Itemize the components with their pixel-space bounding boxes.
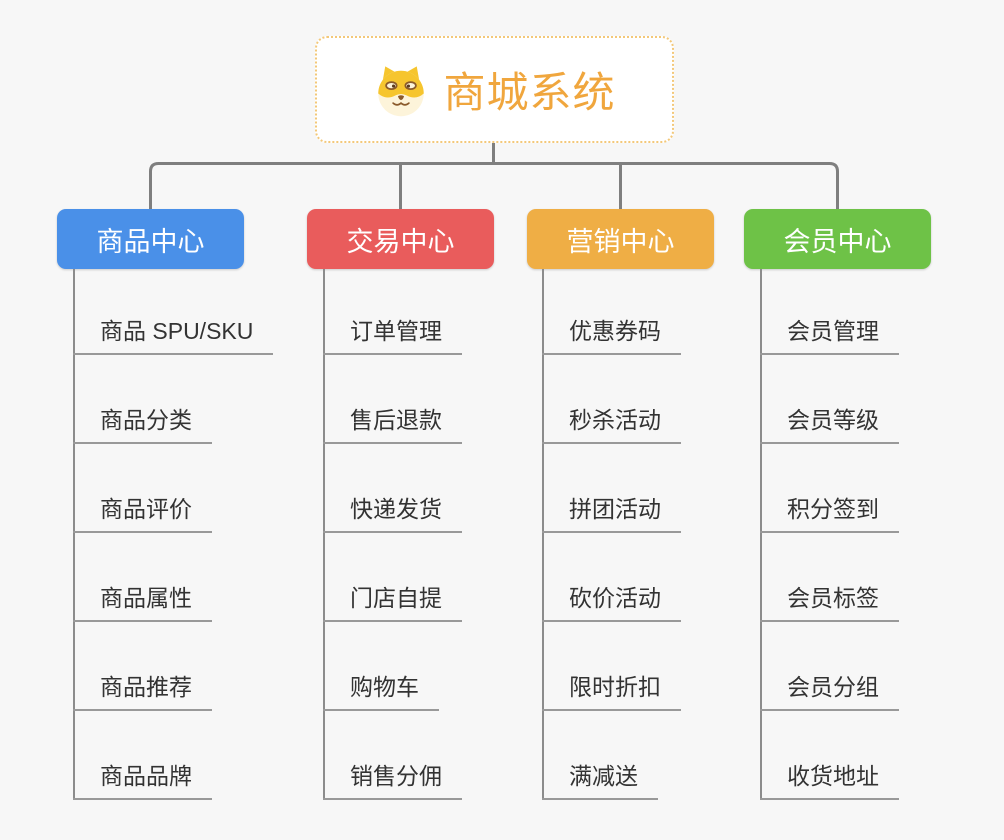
child-item-label: 销售分佣	[350, 763, 442, 789]
child-item[interactable]: 砍价活动	[542, 570, 681, 622]
child-item[interactable]: 售后退款	[323, 392, 462, 444]
child-item-label: 商品分类	[100, 407, 192, 433]
child-item-label: 商品属性	[100, 585, 192, 611]
child-item[interactable]: 拼团活动	[542, 481, 681, 533]
child-item-label: 会员分组	[787, 674, 879, 700]
branch-box-marketing-center[interactable]: 营销中心	[527, 209, 714, 269]
root-node[interactable]: 商城系统	[315, 36, 674, 143]
child-item[interactable]: 购物车	[323, 659, 439, 711]
branch-label: 交易中心	[346, 226, 455, 257]
shiba-dog-icon	[378, 65, 425, 116]
child-item[interactable]: 商品推荐	[73, 659, 212, 711]
branch-label: 会员中心	[783, 226, 892, 257]
branch-children-member-center: 会员管理会员等级积分签到会员标签会员分组收货地址	[760, 269, 990, 800]
child-item[interactable]: 会员管理	[760, 303, 899, 355]
child-item[interactable]: 积分签到	[760, 481, 899, 533]
child-item[interactable]: 商品评价	[73, 481, 212, 533]
child-item-label: 限时折扣	[569, 674, 661, 700]
child-item[interactable]: 门店自提	[323, 570, 462, 622]
child-item[interactable]: 优惠券码	[542, 303, 681, 355]
branch-children-marketing-center: 优惠券码秒杀活动拼团活动砍价活动限时折扣满减送	[542, 269, 772, 800]
child-item[interactable]: 满减送	[542, 748, 658, 800]
child-item[interactable]: 会员等级	[760, 392, 899, 444]
child-item[interactable]: 商品品牌	[73, 748, 212, 800]
child-item-label: 购物车	[350, 674, 419, 700]
child-item-label: 拼团活动	[569, 496, 661, 522]
branch-children-product-center: 商品 SPU/SKU 商品分类商品评价商品属性商品推荐商品品牌	[73, 269, 303, 800]
child-item-label: 收货地址	[787, 763, 879, 789]
child-item-label: 商品评价	[100, 496, 192, 522]
child-item[interactable]: 订单管理	[323, 303, 462, 355]
root-title: 商城系统	[443, 69, 616, 116]
branch-box-trade-center[interactable]: 交易中心	[307, 209, 494, 269]
child-item[interactable]: 会员分组	[760, 659, 899, 711]
child-item[interactable]: 商品分类	[73, 392, 212, 444]
branch-label: 营销中心	[566, 226, 675, 257]
child-item[interactable]: 收货地址	[760, 748, 899, 800]
child-item-label: 会员等级	[787, 407, 879, 433]
child-item-label: 砍价活动	[569, 585, 661, 611]
child-item-label: 商品 SPU/SKU	[100, 318, 254, 344]
branch-box-member-center[interactable]: 会员中心	[744, 209, 931, 269]
child-item-label: 会员管理	[787, 318, 879, 344]
branch-box-product-center[interactable]: 商品中心	[57, 209, 244, 269]
child-item-label: 订单管理	[350, 318, 442, 344]
child-item-label: 满减送	[569, 763, 638, 789]
child-item-label: 商品推荐	[100, 674, 192, 700]
child-item[interactable]: 商品属性	[73, 570, 212, 622]
child-item-label: 秒杀活动	[569, 407, 661, 433]
child-item[interactable]: 快递发货	[323, 481, 462, 533]
child-item-label: 售后退款	[350, 407, 442, 433]
child-item-label: 会员标签	[787, 585, 879, 611]
child-item[interactable]: 商品 SPU/SKU	[73, 303, 274, 355]
child-item-label: 商品品牌	[100, 763, 192, 789]
branch-label: 商品中心	[96, 226, 205, 257]
child-item[interactable]: 限时折扣	[542, 659, 681, 711]
child-item-label: 优惠券码	[569, 318, 661, 344]
child-item-label: 快递发货	[350, 496, 442, 522]
child-item-label: 积分签到	[787, 496, 879, 522]
child-item[interactable]: 会员标签	[760, 570, 899, 622]
child-item[interactable]: 销售分佣	[323, 748, 462, 800]
branch-children-trade-center: 订单管理售后退款快递发货门店自提购物车销售分佣	[323, 269, 553, 800]
child-item[interactable]: 秒杀活动	[542, 392, 681, 444]
child-item-label: 门店自提	[350, 585, 442, 611]
